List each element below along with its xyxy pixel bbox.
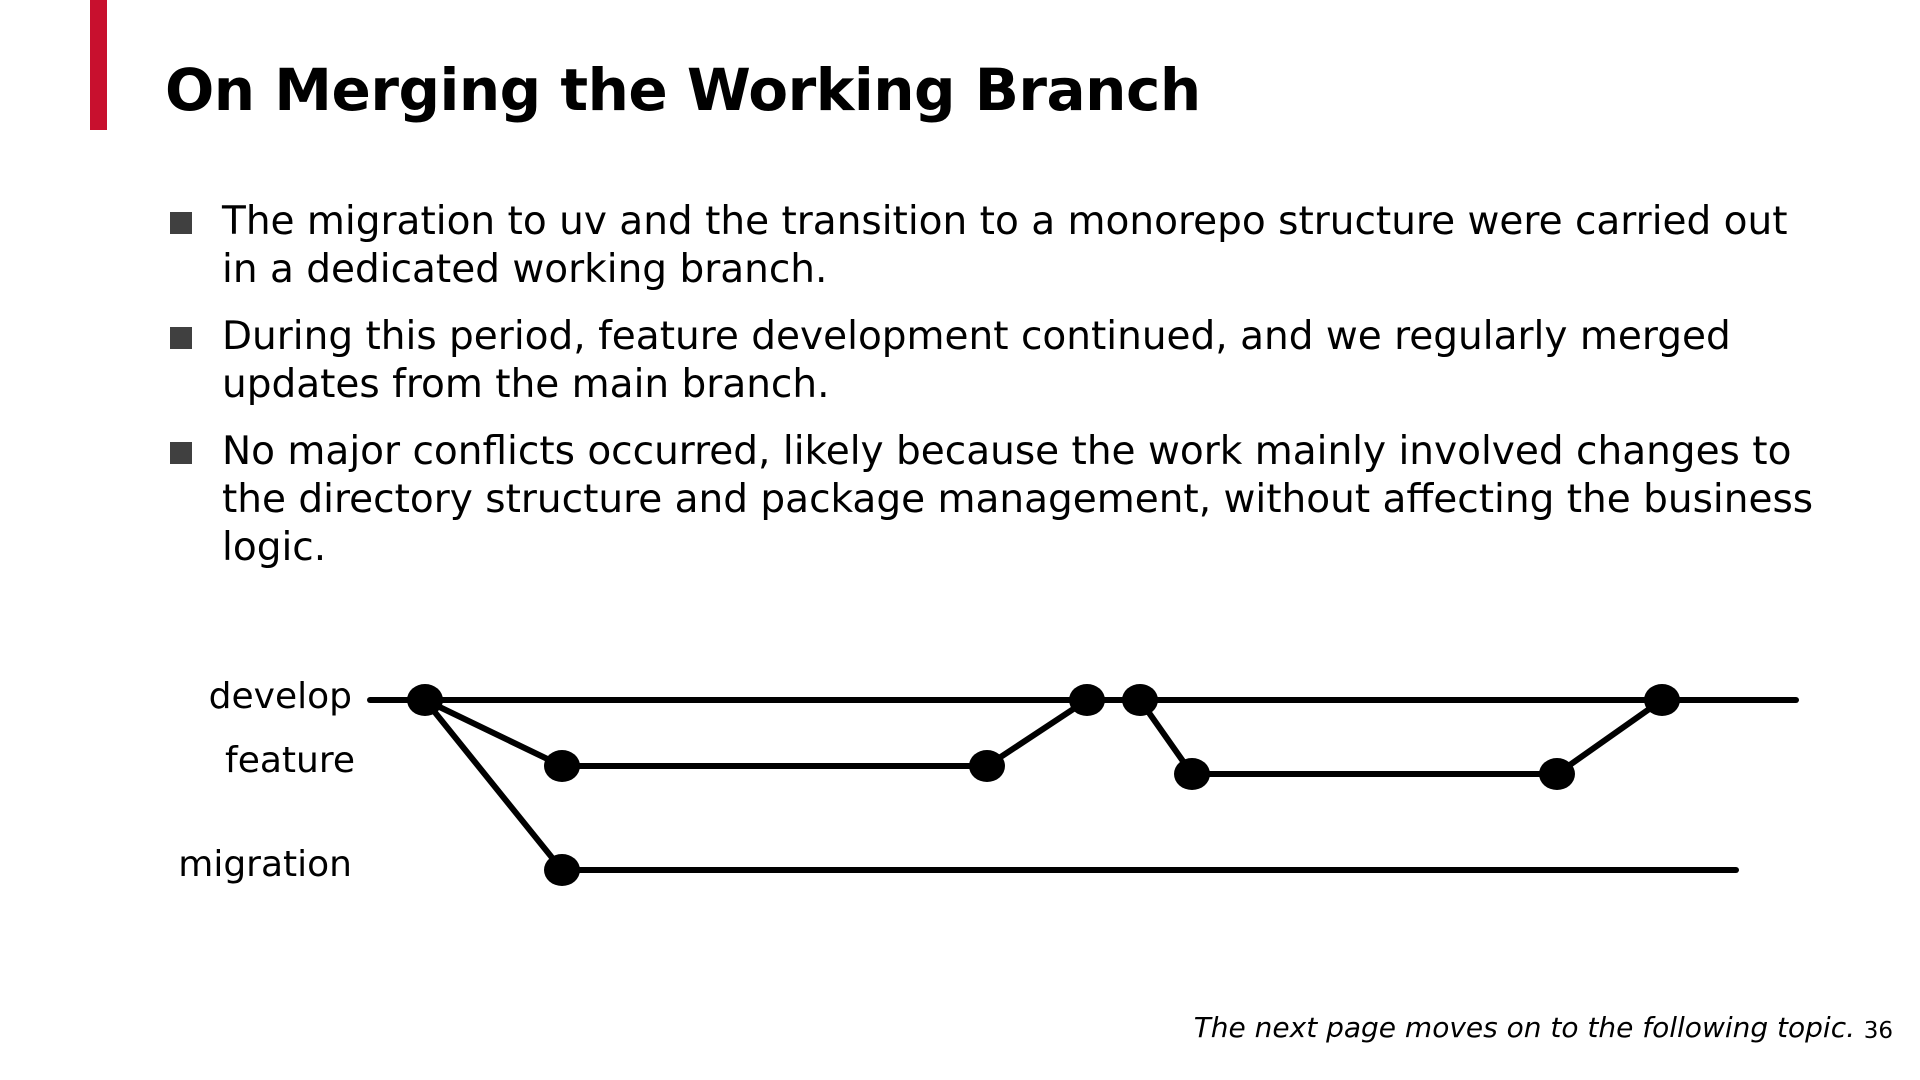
bullet-list: The migration to uv and the transition t… bbox=[168, 198, 1818, 591]
commit-node-migration bbox=[544, 854, 580, 886]
branch-lines bbox=[367, 697, 1799, 873]
commit-node-feature bbox=[544, 750, 580, 782]
square-bullet-icon bbox=[170, 212, 192, 234]
bullet-text: The migration to uv and the transition t… bbox=[222, 199, 1788, 292]
merge-link-d1-m1 bbox=[422, 697, 565, 873]
branch-label-develop: develop bbox=[209, 676, 352, 717]
commit-node-develop bbox=[407, 684, 443, 716]
commit-node-feature bbox=[969, 750, 1005, 782]
bullet-text: During this period, feature development … bbox=[222, 314, 1731, 407]
merge-link-f2-d2 bbox=[984, 697, 1090, 769]
commit-nodes bbox=[407, 684, 1680, 886]
branch-label-feature: feature bbox=[225, 740, 355, 781]
bullet-item: No major conflicts occurred, likely beca… bbox=[168, 428, 1818, 572]
branch-label-migration: migration bbox=[178, 844, 352, 885]
commit-node-develop bbox=[1069, 684, 1105, 716]
bullet-text: No major conflicts occurred, likely beca… bbox=[222, 429, 1814, 570]
branch-labels: develop feature migration bbox=[178, 676, 355, 885]
commit-links bbox=[422, 697, 1665, 873]
commit-node-develop bbox=[1122, 684, 1158, 716]
commit-node-feature bbox=[1174, 758, 1210, 790]
bullet-item: During this period, feature development … bbox=[168, 313, 1818, 409]
commit-node-feature bbox=[1539, 758, 1575, 790]
square-bullet-icon bbox=[170, 442, 192, 464]
slide-title: On Merging the Working Branch bbox=[165, 56, 1201, 124]
bullet-item: The migration to uv and the transition t… bbox=[168, 198, 1818, 294]
page-number: 36 bbox=[1863, 1018, 1893, 1044]
square-bullet-icon bbox=[170, 327, 192, 349]
footer-note: The next page moves on to the following … bbox=[1193, 1011, 1855, 1044]
merge-link-f4-d4 bbox=[1554, 697, 1665, 777]
title-accent-bar bbox=[90, 0, 107, 130]
commit-node-develop bbox=[1644, 684, 1680, 716]
merge-link-d1-f1 bbox=[422, 697, 565, 769]
